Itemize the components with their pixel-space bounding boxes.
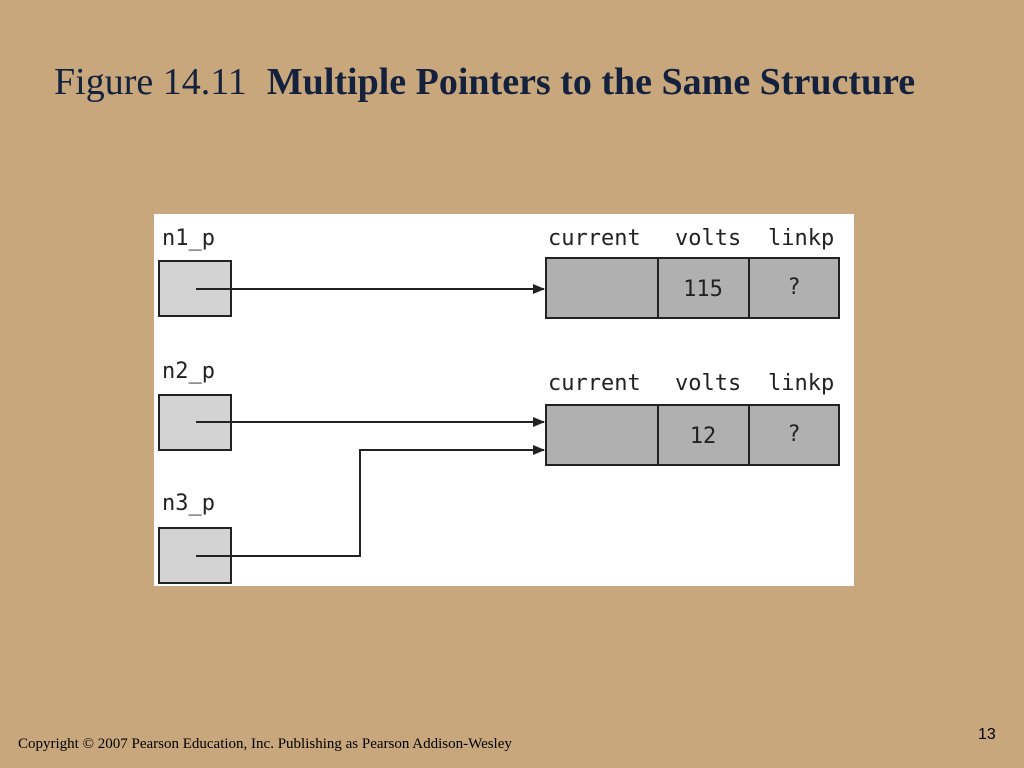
arrow-n3-to-struct-2 [196,445,545,557]
figure-label: Figure 14.11 [54,61,247,103]
copyright-notice: Copyright © 2007 Pearson Education, Inc.… [18,736,512,752]
struct-1-cell-current [545,257,659,319]
pointer-label-n2: n2_p [162,359,215,384]
pointer-diagram: n1_p n2_p n3_p current volts linkp 115 ?… [154,214,854,586]
struct-1-cell-volts [657,257,750,319]
struct-1-field-current: current [548,226,641,251]
figure-title: Multiple Pointers to the Same Structure [266,61,916,103]
struct-2-field-volts: volts [675,371,741,396]
struct-2-value-linkp: ? [787,422,800,447]
pointer-label-n1: n1_p [162,226,215,251]
struct-1-value-linkp: ? [787,275,800,300]
page-number: 13 [978,726,996,743]
struct-1-field-linkp: linkp [768,226,834,251]
struct-2-cell-volts [657,404,750,466]
struct-2-cell-current [545,404,659,466]
struct-1-value-volts: 115 [683,277,723,302]
struct-1-field-volts: volts [675,226,741,251]
struct-2-field-linkp: linkp [768,371,834,396]
struct-1-cell-linkp [748,257,840,319]
struct-2-value-volts: 12 [690,424,717,449]
slide-title: Figure 14.11 Multiple Pointers to the Sam… [54,58,954,106]
diagram-canvas: n1_p n2_p n3_p current volts linkp 115 ?… [158,226,840,584]
struct-2-field-current: current [548,371,641,396]
struct-2-cell-linkp [748,404,840,466]
pointer-label-n3: n3_p [162,491,215,516]
